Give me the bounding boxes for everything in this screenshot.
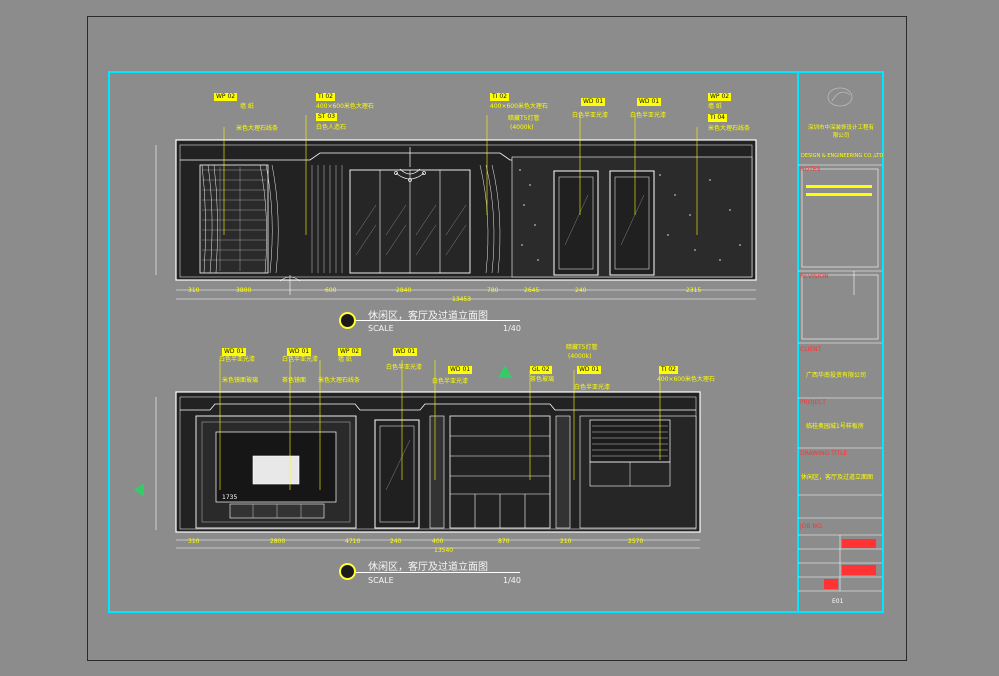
upper-tag-2-text: 400×600米色大理石 — [316, 103, 374, 110]
lower-tag-1-text: 白色半亚光漆 — [219, 356, 256, 363]
upper-note-2: 暗藏T5灯管 — [508, 115, 540, 122]
lower-tag-6: GL 02 — [530, 366, 552, 374]
lower-tag-4-text: 白色半亚光漆 — [386, 364, 423, 371]
lower-tag-5: WD 01 — [448, 366, 473, 374]
notes-label: NOTES — [800, 166, 821, 173]
upper-dim-5: 780 — [487, 287, 499, 294]
lower-total-dim: 13540 — [434, 547, 454, 554]
lower-tag-8: TI 02 — [659, 366, 678, 374]
job-no-label: JOB NO. — [800, 523, 824, 530]
lower-tag-2-text: 白色半亚光漆 — [282, 356, 319, 363]
lower-dim-3: 4710 — [345, 538, 361, 545]
upper-note-3: (4000k) — [510, 124, 534, 131]
upper-tag-4: TI 02 — [490, 93, 509, 101]
lower-dim-6: 870 — [498, 538, 510, 545]
lower-section-marker[interactable] — [339, 563, 356, 580]
lower-dim-7: 210 — [560, 538, 572, 545]
lower-note-4: 暗藏T5灯管 — [566, 344, 598, 351]
upper-tag-8-text: 米色大理石线条 — [708, 125, 751, 132]
upper-dim-3: 600 — [325, 287, 337, 294]
lower-dim-8: 2570 — [628, 538, 644, 545]
lower-tag-7-text: 白色半亚光漆 — [574, 384, 611, 391]
upper-note-1: 米色大理石线条 — [236, 125, 279, 132]
upper-tag-1-text: 墙 纸 — [240, 103, 254, 110]
upper-elevation[interactable] — [120, 85, 795, 325]
sheet-number: E01 — [832, 598, 844, 605]
title-block — [797, 73, 884, 611]
lower-tag-7: WD 01 — [577, 366, 602, 374]
upper-tag-1: WP 02 — [214, 93, 238, 101]
drawing-frame — [108, 71, 884, 613]
client-value: 广西华南投资有限公司 — [806, 372, 867, 379]
client-label: CLIENT — [800, 346, 822, 353]
lower-scale-value: 1/40 — [503, 576, 521, 585]
upper-tag-2: TI 02 — [316, 93, 335, 101]
lower-tag-3-text: 墙 纸 — [338, 356, 352, 363]
lower-note-6: 1735 — [222, 494, 238, 501]
lower-note-2: 茶色镜面 — [282, 377, 307, 384]
drawing-title-value: 休闲区，客厅及过道立面图 — [801, 474, 874, 481]
upper-tag-6: WD 01 — [637, 98, 662, 106]
upper-title-underline — [356, 320, 520, 321]
title-block-grid — [798, 87, 882, 592]
upper-dim-6: 2645 — [524, 287, 540, 294]
project-value: 临桂奥园城1号样板房 — [806, 423, 864, 430]
upper-scale-value: 1/40 — [503, 324, 521, 333]
upper-dim-4: 2840 — [396, 287, 412, 294]
upper-section-marker[interactable] — [339, 312, 356, 329]
lower-note-5: (4000k) — [568, 353, 592, 360]
upper-dim-2: 3800 — [236, 287, 252, 294]
lower-dim-2: 2800 — [270, 538, 286, 545]
lower-elevation[interactable] — [120, 340, 795, 555]
lower-dim-4: 240 — [390, 538, 402, 545]
upper-dim-8: 2315 — [686, 287, 702, 294]
upper-tag-4-text: 400×600米色大理石 — [490, 103, 548, 110]
lower-title-underline — [356, 572, 520, 573]
lower-dim-1: 310 — [188, 538, 200, 545]
lower-tag-5-text: 白色半亚光漆 — [432, 378, 469, 385]
project-label: PROJECT — [800, 399, 826, 406]
lower-scale-label: SCALE — [368, 576, 394, 585]
company-name-cn: 深圳市中深装饰设计工程有限公司 — [807, 125, 874, 139]
lower-note-3: 米色大理石线条 — [318, 377, 361, 384]
lower-tag-2: WD 01 — [287, 348, 312, 356]
upper-tag-6-text: 白色半亚光漆 — [630, 112, 667, 119]
lower-tag-6-text: 茶色玻璃 — [530, 376, 555, 383]
upper-tag-5-text: 白色半亚光漆 — [572, 112, 609, 119]
lower-tag-8-text: 400×600米色大理石 — [657, 376, 715, 383]
upper-tag-8: TI 04 — [708, 114, 727, 122]
upper-tag-3-text: 白色人造石 — [316, 124, 347, 131]
lower-tag-4: WD 01 — [393, 348, 418, 356]
lower-tag-3: WP 02 — [338, 348, 362, 356]
upper-scale-label: SCALE — [368, 324, 394, 333]
upper-dim-1: 310 — [188, 287, 200, 294]
upper-tag-7-text: 墙 纸 — [708, 103, 722, 110]
drawing-title-label: DRAWING TITLE — [800, 450, 848, 457]
lower-tag-1: WD 01 — [222, 348, 247, 356]
upper-tag-3: ST 03 — [316, 113, 338, 121]
lower-dim-5: 400 — [432, 538, 444, 545]
upper-total-dim: 13453 — [452, 296, 472, 303]
lower-note-1: 米色镜面玻璃 — [222, 377, 259, 384]
upper-tag-7: WP 02 — [708, 93, 732, 101]
company-name-en: DESIGN & ENGINEERING CO.,LTD — [801, 153, 884, 159]
upper-dim-7: 240 — [575, 287, 587, 294]
revision-label: REVISION — [800, 273, 829, 280]
upper-drawing-title: 休闲区，客厅及过道立面图 — [368, 311, 488, 322]
lower-drawing-title: 休闲区，客厅及过道立面图 — [368, 562, 488, 573]
upper-tag-5: WD 01 — [581, 98, 606, 106]
drawing-sheet-border — [87, 16, 907, 661]
